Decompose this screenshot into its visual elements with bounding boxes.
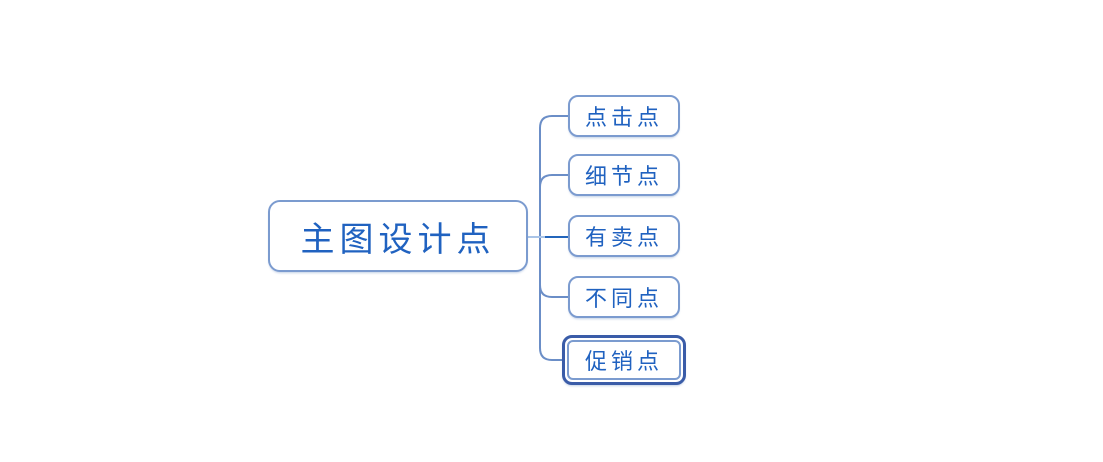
subtopic-label-1: 点击点 — [584, 106, 663, 131]
root-topic-label: 主图设计点 — [300, 219, 496, 260]
subtopic-node-1[interactable]: 点击点 — [568, 95, 680, 137]
subtopic-node-5-selected[interactable]: 促销点 — [562, 335, 686, 385]
subtopic-node-3[interactable]: 有卖点 — [568, 215, 680, 257]
subtopic-node-4[interactable]: 不同点 — [568, 276, 680, 318]
root-topic-node[interactable]: 主图设计点 — [268, 200, 528, 272]
subtopic-label-4: 不同点 — [584, 287, 663, 312]
connector-branch-2 — [539, 174, 568, 188]
subtopic-node-5-box: 促销点 — [567, 340, 681, 380]
connector-branch-5 — [539, 347, 562, 361]
subtopic-label-3: 有卖点 — [584, 226, 663, 251]
subtopic-label-2: 细节点 — [584, 165, 663, 190]
connector-branch-4 — [539, 284, 568, 298]
connector-branch-1 — [539, 115, 568, 129]
subtopic-node-2[interactable]: 细节点 — [568, 154, 680, 196]
subtopic-label-5: 促销点 — [584, 350, 663, 375]
